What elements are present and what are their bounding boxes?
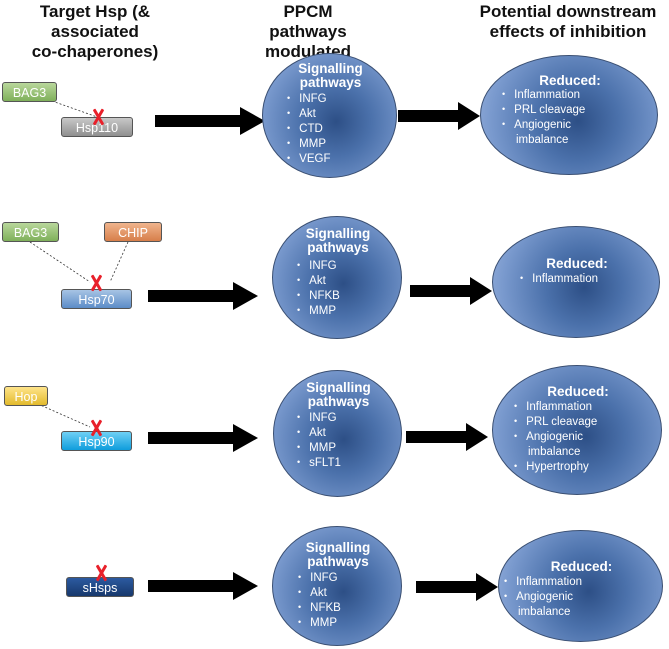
- arrow-shsps-to-pathways: [148, 572, 258, 600]
- arrow-hsp70-to-pathways: [148, 282, 258, 310]
- effect-item: Angiogenic: [502, 118, 585, 133]
- bag3-label: BAG3: [2, 222, 59, 242]
- effects-circle: Reduced: Inflammation: [492, 226, 660, 338]
- pathway-item: MMP: [287, 137, 330, 152]
- pathways-circle: Signalling pathways INFG Akt NFKB MMP: [272, 526, 402, 646]
- effect-item: Inflammation: [520, 272, 598, 287]
- effects-list: Inflammation: [520, 272, 598, 287]
- header-effects: Potential downstream effects of inhibiti…: [479, 2, 657, 41]
- pathway-item: INFG: [297, 259, 340, 274]
- effect-item: imbalance: [516, 134, 569, 146]
- hop-label: Hop: [4, 386, 48, 406]
- pathway-item: MMP: [297, 441, 341, 456]
- effect-item: Angiogenic: [514, 430, 597, 445]
- pathway-item: MMP: [298, 616, 341, 631]
- chip-label: CHIP: [104, 222, 162, 242]
- effect-item: Hypertrophy: [514, 460, 597, 475]
- arrow-pathways1-to-effects: [398, 102, 480, 130]
- pathway-item: Akt: [287, 107, 330, 122]
- pathways-list: INFG Akt NFKB MMP: [297, 259, 340, 319]
- effects-circle: Reduced: Inflammation PRL cleavage Angio…: [480, 55, 658, 175]
- effect-item: imbalance: [528, 446, 581, 458]
- effects-list: Inflammation Angiogenic imbalance: [504, 575, 582, 620]
- effect-item: Inflammation: [514, 400, 597, 415]
- pathways-circle: Signalling pathways INFG Akt MMP sFLT1: [273, 370, 402, 497]
- pathway-item: Akt: [298, 586, 341, 601]
- arrow-pathways3-to-effects: [406, 423, 488, 451]
- pathways-title: Signalling pathways: [305, 226, 371, 255]
- pathway-item: MMP: [297, 304, 340, 319]
- effect-item: Inflammation: [502, 88, 585, 103]
- pathway-item: NFKB: [297, 289, 340, 304]
- effect-item: imbalance: [518, 606, 571, 618]
- connector-chip-hsp70: [109, 241, 129, 283]
- pathways-circle: Signalling pathways INFG Akt NFKB MMP: [272, 216, 402, 339]
- effects-title: Reduced:: [550, 559, 613, 574]
- pathway-item: Akt: [297, 274, 340, 289]
- effect-item: PRL cleavage: [502, 103, 585, 118]
- pathway-item: CTD: [287, 122, 330, 137]
- effects-title: Reduced:: [546, 256, 608, 271]
- arrow-hsp90-to-pathways: [148, 424, 258, 452]
- pathway-item: VEGF: [287, 152, 330, 167]
- pathway-item: INFG: [297, 411, 341, 426]
- inhibition-x-icon: [89, 275, 103, 291]
- connector-hop-hsp90: [37, 403, 91, 428]
- arrow-pathways2-to-effects: [410, 277, 492, 305]
- effects-circle: Reduced: Inflammation PRL cleavage Angio…: [492, 365, 662, 495]
- effect-item: Angiogenic: [504, 590, 582, 605]
- arrow-hsp110-to-pathways: [155, 107, 265, 135]
- pathways-title: Signalling pathways: [298, 61, 363, 90]
- pathway-item: INFG: [298, 571, 341, 586]
- bag3-label: BAG3: [2, 82, 57, 102]
- connector-bag3-hsp110: [51, 100, 101, 119]
- effects-circle: Reduced: Inflammation Angiogenic imbalan…: [498, 530, 663, 642]
- pathways-circle: Signalling pathways INFG Akt CTD MMP VEG…: [262, 53, 397, 178]
- effect-item: PRL cleavage: [514, 415, 597, 430]
- inhibition-x-icon: [94, 565, 108, 581]
- connector-bag3-hsp70: [29, 241, 91, 283]
- pathways-list: INFG Akt MMP sFLT1: [297, 411, 341, 471]
- header-target-hsp: Target Hsp (& associated co-chaperones): [31, 2, 159, 61]
- arrow-pathways4-to-effects: [416, 573, 498, 601]
- pathway-item: Akt: [297, 426, 341, 441]
- pathways-title: Signalling pathways: [305, 540, 371, 569]
- hsp70-label: Hsp70: [61, 289, 132, 309]
- pathways-title: Signalling pathways: [306, 380, 371, 409]
- effect-item: Inflammation: [504, 575, 582, 590]
- effects-title: Reduced:: [539, 73, 601, 88]
- pathways-list: INFG Akt CTD MMP VEGF: [287, 92, 330, 167]
- hsp110-label: Hsp110: [61, 117, 133, 137]
- effects-list: Inflammation PRL cleavage Angiogenic imb…: [502, 88, 585, 148]
- inhibition-x-icon: [89, 420, 103, 436]
- pathway-item: NFKB: [298, 601, 341, 616]
- pathway-item: INFG: [287, 92, 330, 107]
- effects-title: Reduced:: [547, 384, 609, 399]
- effects-list: Inflammation PRL cleavage Angiogenic imb…: [514, 400, 597, 475]
- inhibition-x-icon: [91, 109, 105, 125]
- pathways-list: INFG Akt NFKB MMP: [298, 571, 341, 631]
- pathway-item: sFLT1: [297, 456, 341, 471]
